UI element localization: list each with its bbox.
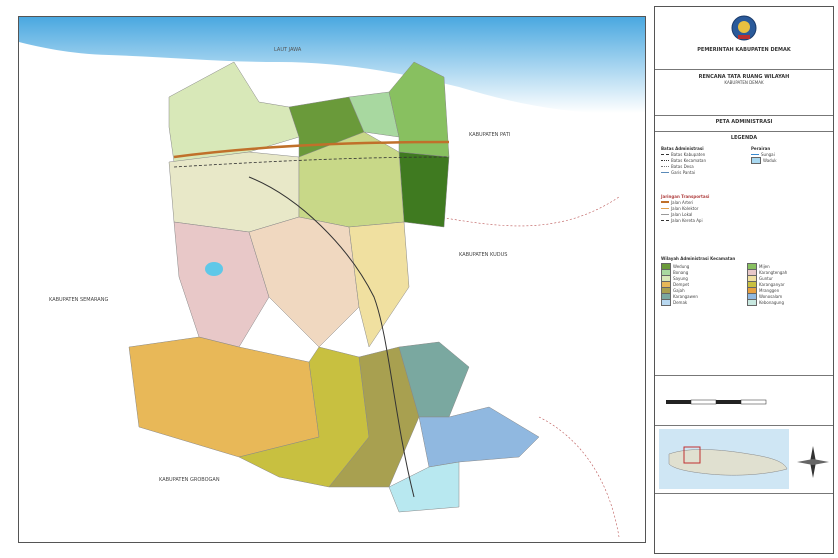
district-north-4 [398,151,450,228]
legend-item: Batas Desa [661,163,741,169]
legend-item: Batas Kecamatan [661,157,741,163]
district-south-east [398,341,470,418]
inset-block [655,425,833,492]
district-title: Wilayah Administrasi Kecamatan [661,256,736,261]
legend-item: Jalan Kolektor [661,205,821,211]
main-road [173,140,450,159]
map-canvas [19,17,645,538]
label-west-regency: KABUPATEN SEMARANG [49,297,109,303]
district-west [168,151,300,233]
map-name: PETA ADMINISTRASI [715,119,773,125]
sea-area [19,17,645,114]
district-south-west [128,336,320,458]
scale-block [655,375,833,426]
source-block [655,493,833,552]
legend-panel: PEMERINTAH KABUPATEN DEMAK RENCANA TATA … [654,6,834,554]
district-legend: Wilayah Administrasi Kecamatan Wedung Mi… [661,256,829,306]
boundaries-title: Batas Administrasi [661,146,704,151]
road-2 [248,176,415,498]
district-item: Demak [661,298,743,306]
reservoir [205,262,223,276]
boundary-legend: Batas Administrasi Batas Kabupaten Batas… [661,146,741,175]
regency-emblem [731,15,757,41]
label-east-regency: KABUPATEN KUDUS [459,252,508,258]
legend-item: Batas Kabupaten [661,151,741,157]
hydro-title: Perairan [751,146,771,151]
inset-map [659,429,789,489]
plan-title: RENCANA TATA RUANG WILAYAH [698,74,790,80]
district-mid [248,216,360,348]
map-name-block: PETA ADMINISTRASI [655,115,833,130]
label-east-area: KABUPATEN PATI [469,132,511,138]
title-block: RENCANA TATA RUANG WILAYAH KABUPATEN DEM… [655,69,833,94]
sea-label: LAUT JAWA [274,47,302,53]
legend-item: Jalan Kereta Api [661,217,821,223]
compass-icon [797,446,829,478]
district-mid-east [348,221,410,348]
district-south-tip [388,461,460,513]
legend-item: Garis Pantai [661,169,741,175]
plan-subtitle: KABUPATEN DEMAK [724,80,764,85]
label-south-regency: KABUPATEN GROBOGAN [159,477,220,483]
scale-bar [666,399,767,405]
district-grid: Wedung Mijen Bonang Karangtengah Sayung … [661,262,829,306]
legend-item: Sungai [751,151,831,157]
agency-title: PEMERINTAH KABUPATEN DEMAK [697,47,791,53]
legend-block: LEGENDA Batas Administrasi Batas Kabupat… [655,131,833,362]
legend-item: Waduk [751,156,831,164]
map-frame: LAUT JAWA KABUPATEN SEMARANG KABUPATEN G… [18,16,646,543]
legend-item: Jalan Lokal [661,211,821,217]
transport-legend: Jaringan Transportasi Jalan Arteri Jalan… [661,194,821,223]
rail [173,156,450,168]
transport-title: Jaringan Transportasi [661,194,710,199]
district-item: Kebonagung [747,298,829,306]
hydro-legend: Perairan Sungai Waduk [751,146,831,164]
legend-item: Jalan Arteri [661,199,821,205]
legend-title: LEGENDA [730,135,758,141]
